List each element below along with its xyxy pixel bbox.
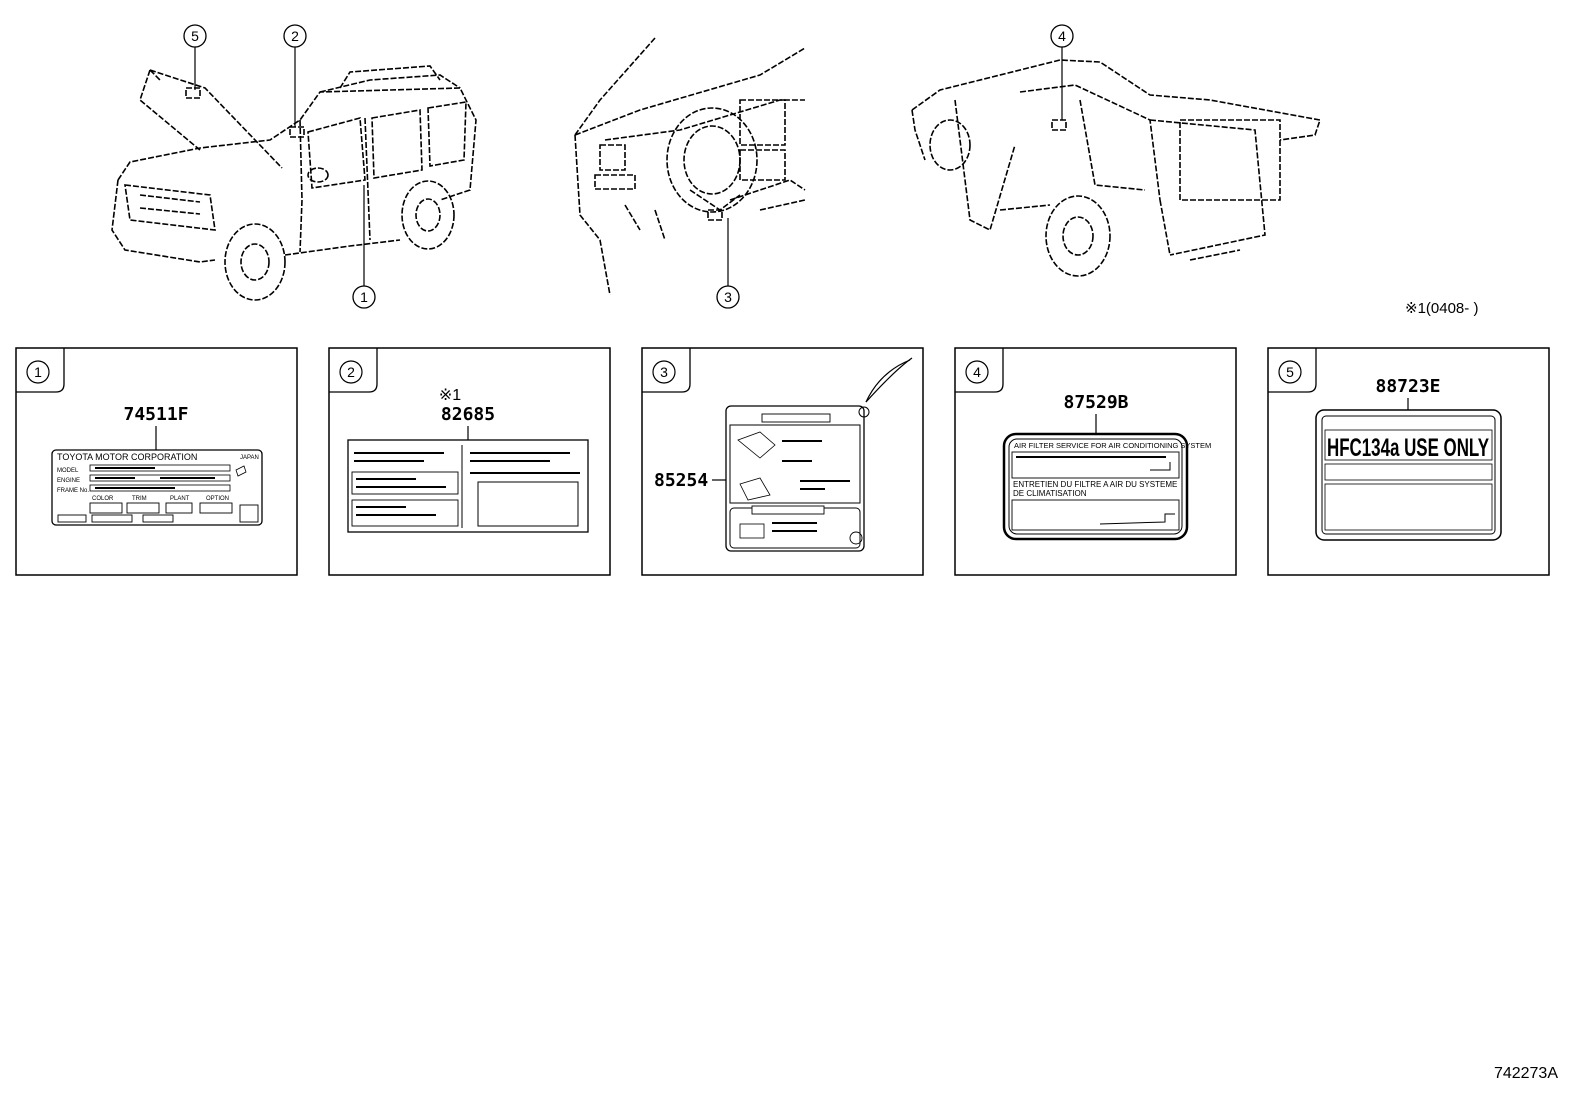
callout-5-top: 5 bbox=[183, 24, 207, 90]
svg-text:2: 2 bbox=[291, 28, 299, 44]
svg-text:TOYOTA MOTOR CORPORATION: TOYOTA MOTOR CORPORATION bbox=[57, 452, 197, 462]
part-number-74511F: 74511F bbox=[123, 404, 188, 425]
part-number-88723E: 88723E bbox=[1375, 376, 1440, 397]
svg-text:TRIM: TRIM bbox=[132, 496, 147, 502]
part-number-82685: 82685 bbox=[441, 404, 495, 425]
svg-text:1: 1 bbox=[34, 364, 42, 380]
panel-4: 4 87529B AIR FILTER SERVICE FOR AIR COND… bbox=[954, 347, 1237, 576]
svg-text:ENGINE: ENGINE bbox=[57, 478, 80, 484]
panel-5: 5 88723E HFC134a USE ONLY bbox=[1267, 347, 1550, 576]
applicability-note: ※1(0408- ) bbox=[1405, 300, 1478, 317]
hang-tag-drawing bbox=[725, 357, 913, 552]
svg-text:※1: ※1 bbox=[439, 387, 461, 404]
rear-cargo-illustration bbox=[911, 59, 1322, 277]
svg-text:ENTRETIEN DU FILTRE A AIR DU S: ENTRETIEN DU FILTRE A AIR DU SYSTEME bbox=[1013, 480, 1177, 489]
svg-text:1: 1 bbox=[360, 289, 368, 305]
part-number-85254: 85254 bbox=[654, 470, 708, 491]
svg-text:AIR FILTER SERVICE FOR AIR CON: AIR FILTER SERVICE FOR AIR CONDITIONING … bbox=[1014, 441, 1211, 450]
vehicle-exterior-illustration bbox=[111, 65, 477, 301]
svg-text:2: 2 bbox=[347, 364, 355, 380]
refrigerant-label-drawing: HFC134a USE ONLY bbox=[1315, 409, 1502, 541]
dashboard-interior-illustration bbox=[574, 37, 806, 296]
ac-filter-label-drawing: AIR FILTER SERVICE FOR AIR CONDITIONING … bbox=[1002, 432, 1211, 541]
panel-2: 2 ※1 82685 bbox=[328, 347, 611, 576]
svg-text:5: 5 bbox=[1286, 364, 1294, 380]
part-number-87529B: 87529B bbox=[1063, 392, 1128, 413]
tire-load-label-drawing bbox=[347, 439, 589, 533]
callout-2-top: 2 bbox=[283, 24, 307, 127]
svg-text:FRAME No.: FRAME No. bbox=[57, 488, 89, 494]
svg-text:DE CLIMATISATION: DE CLIMATISATION bbox=[1013, 489, 1087, 498]
svg-text:PLANT: PLANT bbox=[170, 496, 190, 502]
svg-text:4: 4 bbox=[1058, 28, 1066, 44]
svg-text:3: 3 bbox=[660, 364, 668, 380]
svg-text:MODEL: MODEL bbox=[57, 468, 79, 474]
svg-text:JAPAN: JAPAN bbox=[240, 455, 259, 461]
panel-3: 3 85254 bbox=[641, 347, 924, 576]
svg-text:OPTION: OPTION bbox=[206, 496, 229, 502]
diagram-id: 742273A bbox=[1494, 1065, 1558, 1082]
callout-4-top: 4 bbox=[1050, 24, 1074, 120]
svg-text:5: 5 bbox=[191, 28, 199, 44]
svg-text:3: 3 bbox=[724, 289, 732, 305]
svg-text:4: 4 bbox=[973, 364, 981, 380]
callout-3-top: 3 bbox=[716, 218, 740, 309]
svg-text:COLOR: COLOR bbox=[92, 496, 114, 502]
panel-1: 1 74511F TOYOTA MOTOR CORPORATION JAPAN … bbox=[15, 347, 298, 576]
callout-1-top: 1 bbox=[352, 185, 376, 309]
vin-label-drawing: TOYOTA MOTOR CORPORATION JAPAN MODEL ENG… bbox=[51, 449, 263, 526]
svg-text:HFC134a USE ONLY: HFC134a USE ONLY bbox=[1327, 434, 1489, 462]
